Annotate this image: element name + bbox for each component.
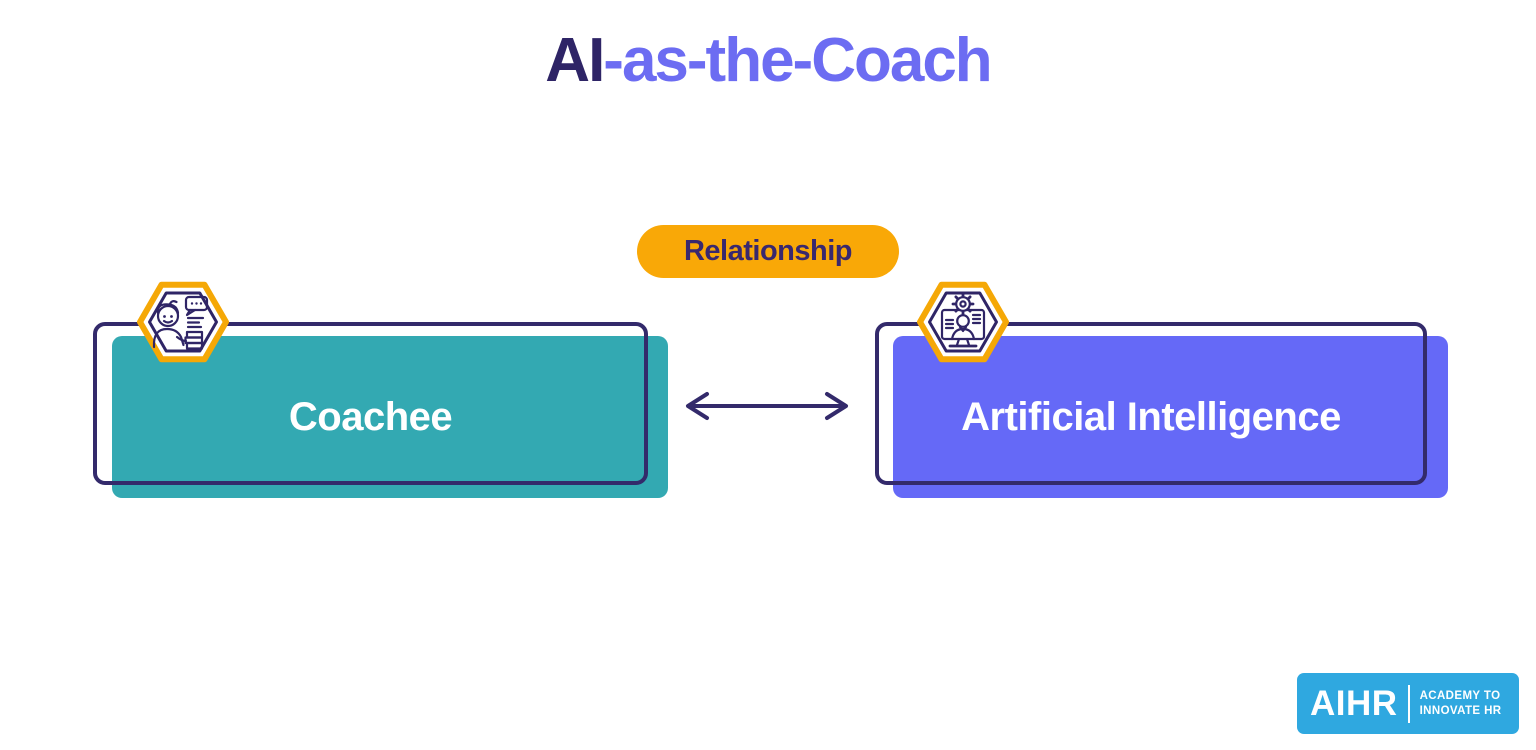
ai-label: Artificial Intelligence <box>961 394 1341 439</box>
coachee-person-chat-icon <box>137 281 229 363</box>
ai-box-fill <box>893 336 1448 498</box>
coachee-label: Coachee <box>288 394 453 439</box>
logo-divider <box>1407 684 1410 723</box>
aihr-logo: AIHR ACADEMY TO INNOVATE HR <box>1297 673 1519 734</box>
relationship-label: Relationship <box>683 235 853 267</box>
aihr-tagline-line2: INNOVATE HR <box>1419 704 1502 717</box>
ai-box-outline <box>875 322 1427 485</box>
coachee-box-outline <box>93 322 648 485</box>
page-title: AI-as-the-Coach <box>0 28 1536 93</box>
coachee-icon-art <box>152 295 209 350</box>
aihr-tagline-line1: ACADEMY TO <box>1419 689 1501 702</box>
ai-icon-art <box>940 292 986 348</box>
page-title-light-part: -as-the-Coach <box>603 26 992 95</box>
relationship-pill: Relationship <box>637 225 899 278</box>
ai-computer-gear-icon <box>917 281 1009 363</box>
page-title-dark-part: AI <box>545 26 605 95</box>
coachee-box-fill <box>112 336 668 498</box>
double-arrow-icon <box>686 392 848 420</box>
aihr-wordmark: AIHR <box>1310 684 1398 723</box>
aihr-tagline: ACADEMY TO INNOVATE HR <box>1420 689 1502 719</box>
